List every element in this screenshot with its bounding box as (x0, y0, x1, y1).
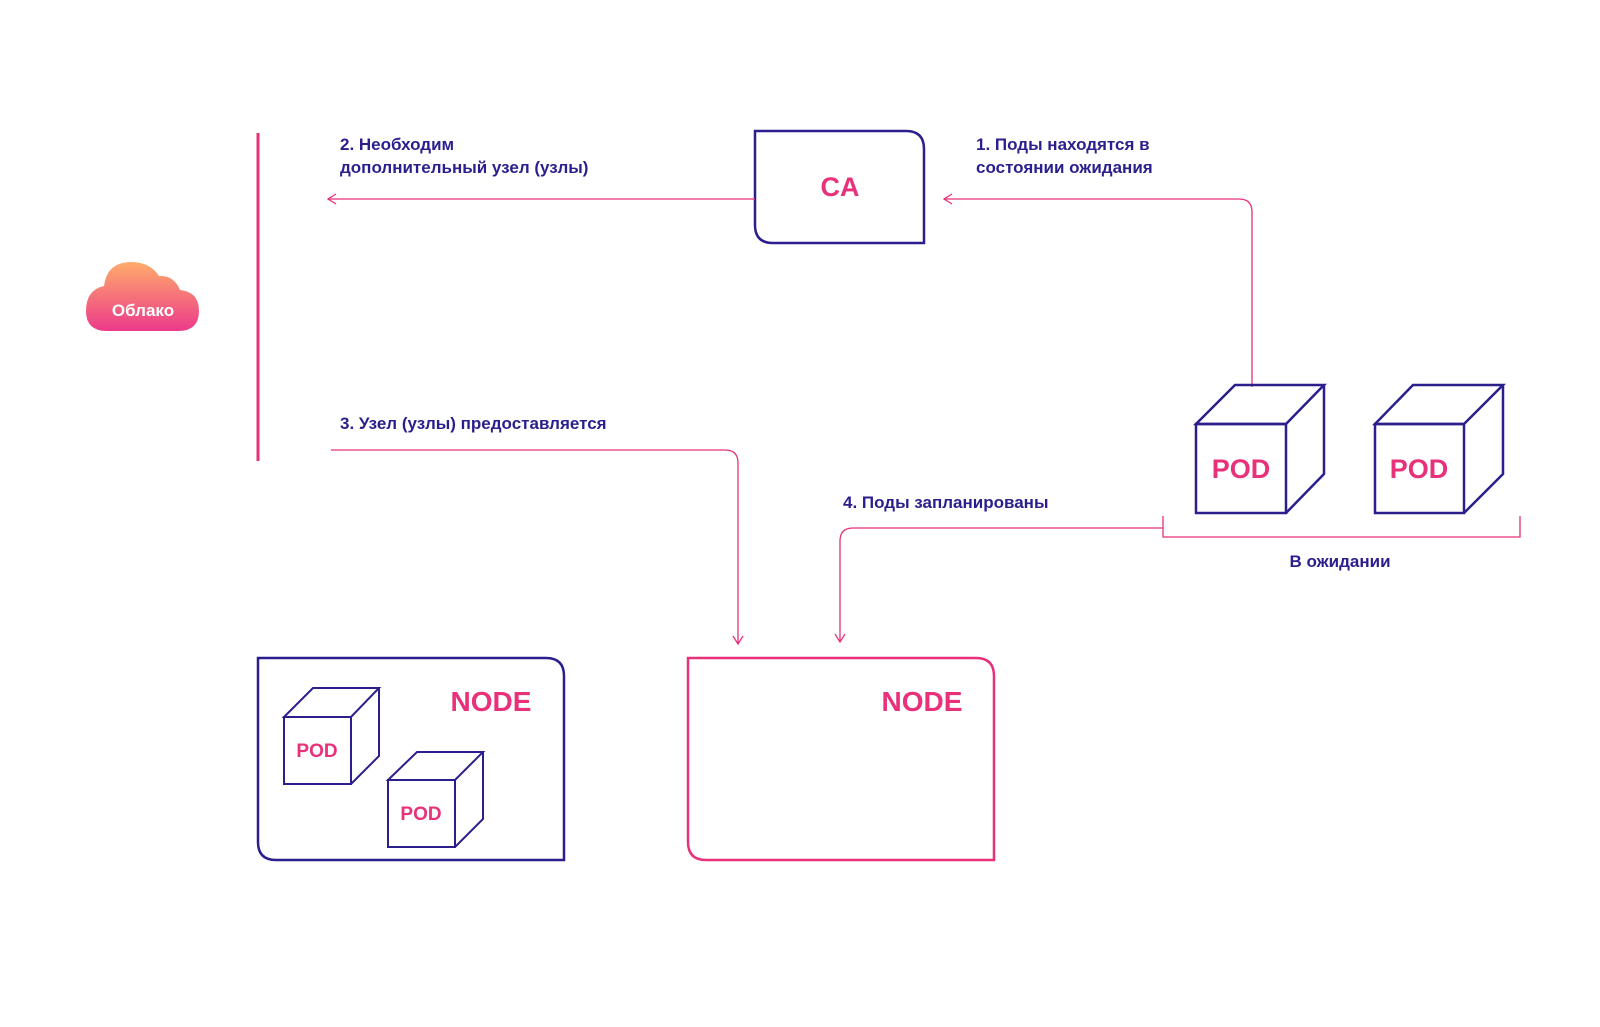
pending-pod-1-label: POD (1212, 454, 1271, 484)
step3-label: 3. Узел (узлы) предоставляется (340, 414, 607, 433)
pending-bracket (1162, 516, 1521, 538)
node-pod-1: POD (281, 687, 382, 785)
existing-node: NODE POD POD (256, 656, 566, 862)
cube-icon (385, 751, 486, 848)
step2-label-line2: дополнительный узел (узлы) (340, 158, 588, 177)
step1-label-line1: 1. Поды находятся в (976, 135, 1150, 154)
step2-label-line1: 2. Необходим (340, 135, 454, 154)
arrow-icon (331, 449, 744, 646)
node-pod-1-label: POD (296, 741, 337, 762)
cloud-icon: Облако (86, 262, 199, 331)
node-pod-2: POD (385, 751, 486, 848)
cube-icon (1372, 383, 1507, 515)
existing-node-label: NODE (451, 686, 532, 717)
cube-icon (281, 687, 382, 785)
arrow-icon (834, 527, 1163, 644)
new-node: NODE (686, 656, 996, 862)
pending-pod-2-label: POD (1390, 454, 1449, 484)
arrow-icon (942, 193, 1253, 387)
ca-label: CA (821, 172, 860, 202)
node-pod-2-label: POD (400, 804, 441, 825)
arrow-icon (326, 193, 755, 205)
new-node-label: NODE (882, 686, 963, 717)
pending-pod-1: POD (1192, 383, 1327, 515)
pending-pod-2: POD (1372, 383, 1507, 515)
cluster-autoscaler-box: CA (753, 129, 926, 245)
cloud-label: Облако (112, 301, 174, 320)
cube-icon (1192, 383, 1327, 515)
step1-label-line2: состоянии ожидания (976, 158, 1153, 177)
step4-label: 4. Поды запланированы (843, 493, 1048, 512)
pending-label: В ожидании (1289, 552, 1390, 571)
